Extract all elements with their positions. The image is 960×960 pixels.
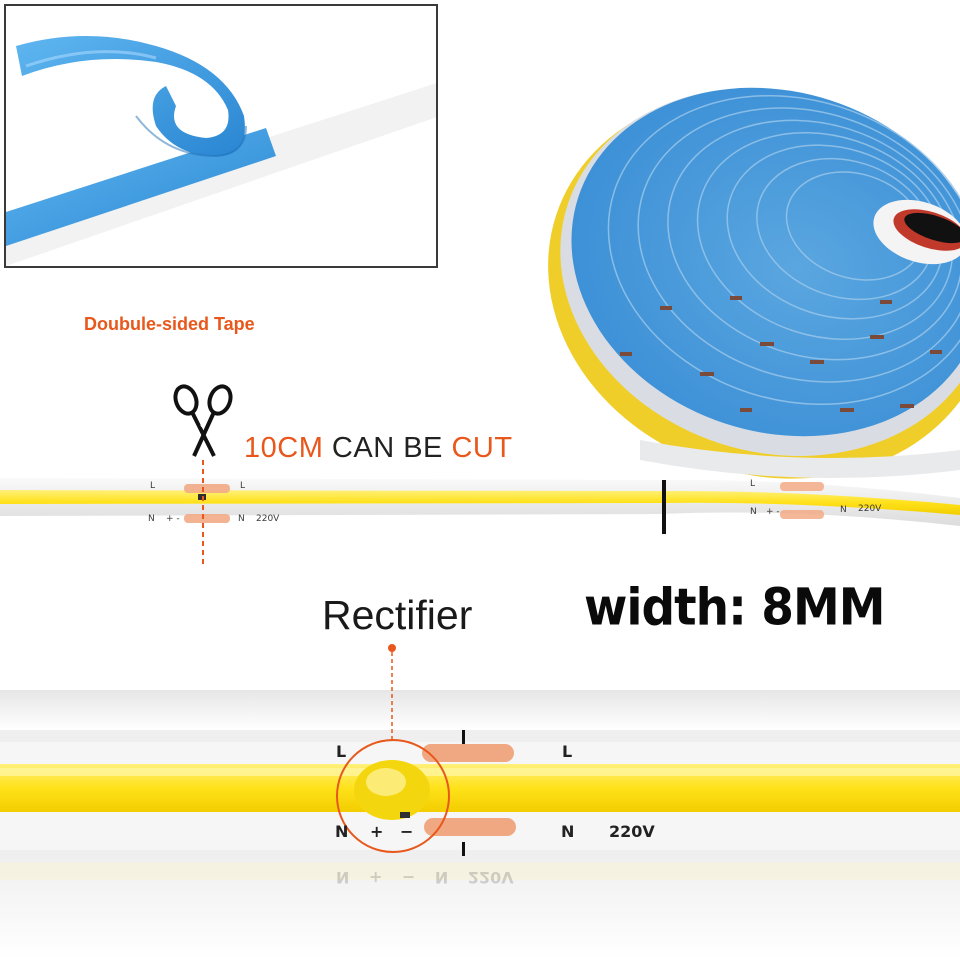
scissors-icon [173, 384, 233, 457]
cut-caption: 10CM CAN BE CUT [244, 432, 513, 465]
cut-length: 10CM [244, 432, 324, 464]
big-strip-l-right: L [562, 742, 573, 761]
small-strip-l-right: L [240, 481, 246, 491]
small-strip-voltage: 220V [256, 514, 280, 524]
big-strip-l-left: L [336, 742, 347, 761]
rectifier-highlight-circle [336, 739, 450, 853]
small-strip-polarity: + - [166, 514, 180, 524]
big-strip-n2: N [561, 822, 575, 841]
right-strip-voltage: 220V [858, 504, 882, 514]
big-strip-reflection: N + − N 220V [336, 868, 514, 887]
big-strip [0, 690, 960, 960]
tape-inset-illustration [6, 36, 436, 266]
tape-inset-frame [4, 4, 438, 268]
callout-dot [388, 644, 396, 652]
width-caption: width: 8MM [584, 578, 886, 638]
big-strip-n: N [335, 822, 349, 841]
small-strip-n: N [148, 514, 155, 524]
rectifier-caption: Rectifier [322, 592, 473, 638]
small-strip-l-left: L [150, 481, 156, 491]
cut-word: CUT [451, 432, 513, 464]
right-strip-polarity: + - [766, 507, 780, 517]
tape-caption: Doubule-sided Tape [84, 314, 255, 334]
loose-strip [0, 478, 960, 534]
right-strip-n: N [750, 507, 757, 517]
cut-can-be: CAN BE [331, 432, 443, 464]
right-strip-l: L [750, 479, 756, 489]
big-strip-voltage: 220V [609, 822, 655, 841]
right-strip-n2: N [840, 505, 847, 515]
big-strip-minus: − [400, 822, 414, 841]
small-strip-n2: N [238, 514, 245, 524]
coil-reel [548, 87, 960, 479]
big-strip-plus: + [370, 822, 384, 841]
